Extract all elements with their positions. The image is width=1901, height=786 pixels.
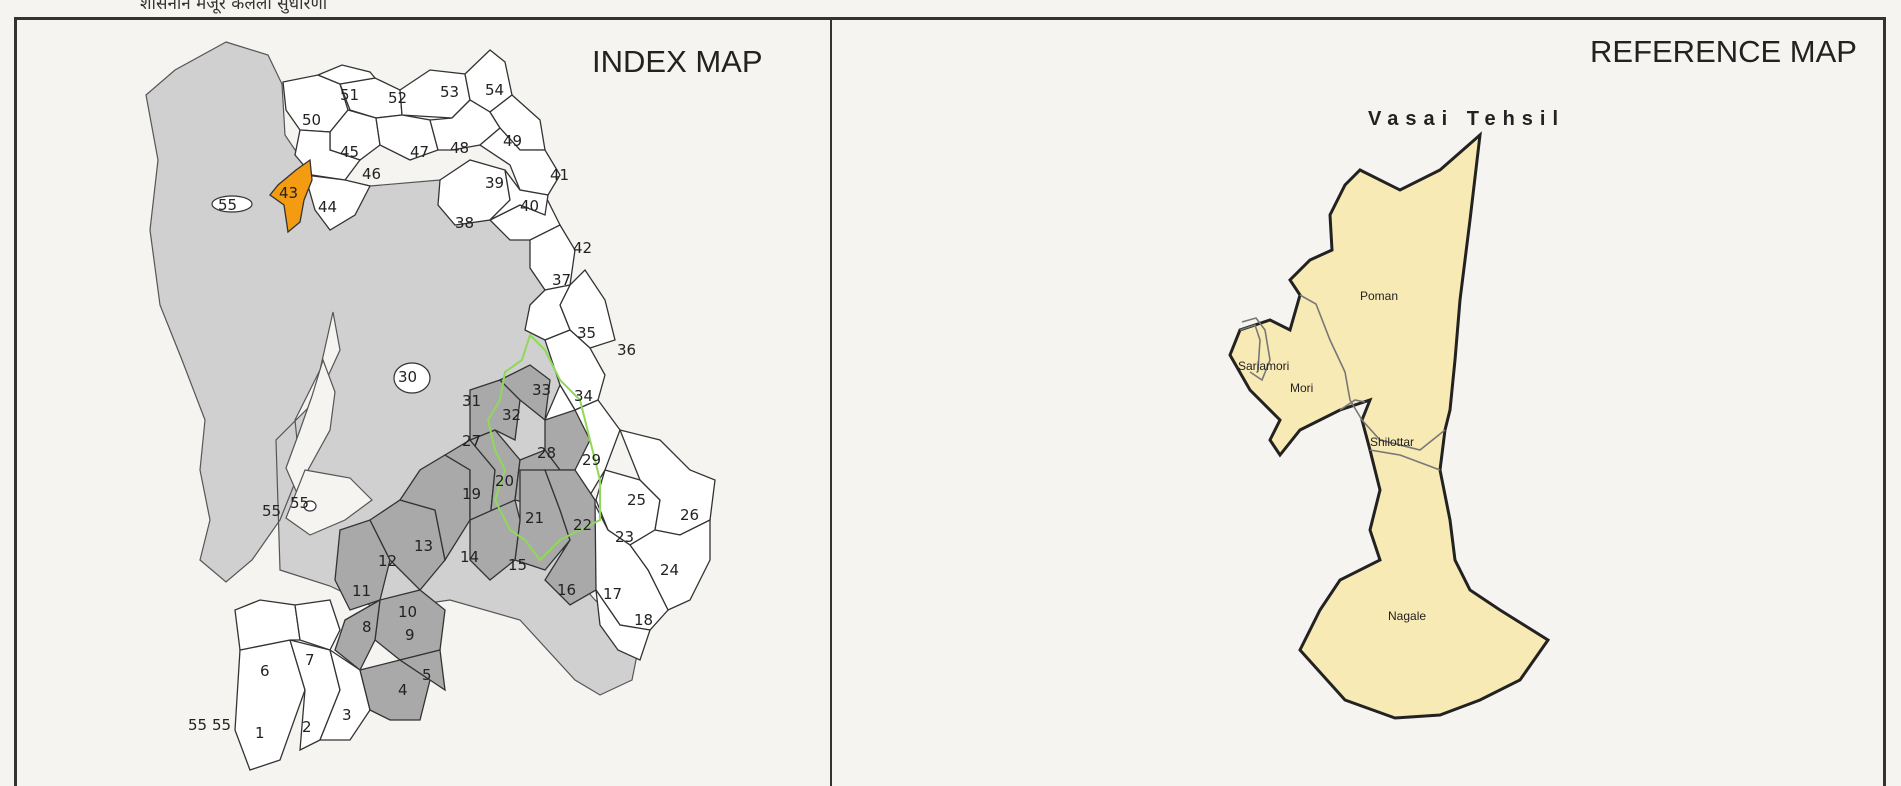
ward-label: 5	[422, 666, 432, 684]
ward-label: 4	[398, 681, 408, 699]
frame-top-border	[14, 17, 1886, 20]
ward-label: 44	[318, 198, 337, 216]
ward-label: 55	[262, 502, 281, 520]
ward-label: 16	[557, 581, 576, 599]
tehsil-name: Vasai Tehsil	[1368, 108, 1565, 130]
ward-label: 33	[532, 381, 551, 399]
frame-right-border	[1883, 17, 1886, 786]
ward-label: 2	[302, 718, 312, 736]
ward-label: 19	[462, 485, 481, 503]
ward-label: 40	[520, 197, 539, 215]
ward-label: 48	[450, 139, 469, 157]
vasai-tehsil-shape	[1228, 131, 1551, 720]
ward-label: 38	[455, 214, 474, 232]
ward-label: 24	[660, 561, 679, 579]
ward-label: 18	[634, 611, 653, 629]
index-map-green-boundary	[486, 333, 601, 562]
village-label-sarjamori: Sarjamori	[1238, 359, 1289, 373]
ward-label: 31	[462, 392, 481, 410]
ward-label: 11	[352, 582, 371, 600]
ward-label: 37	[552, 271, 571, 289]
ward-label: 49	[503, 132, 522, 150]
ward-label: 10	[398, 603, 417, 621]
ward-label: 14	[460, 548, 479, 566]
index-map-highlight-43	[269, 158, 313, 234]
index-map-south-wards	[234, 599, 371, 771]
village-label-nagale: Nagale	[1388, 609, 1426, 623]
index-map-labels: 1 2 3 4 5 6 7 8 9 10 11 12 13 14 15 16 1…	[188, 81, 699, 742]
ward-label: 43	[279, 184, 298, 202]
ward-label: 22	[573, 516, 592, 534]
index-map-north-wards	[282, 49, 716, 661]
ward-label: 7	[305, 651, 315, 669]
ward-label: 15	[508, 556, 527, 574]
ward-label: 26	[680, 506, 699, 524]
ward-label: 55	[212, 716, 231, 734]
ward-label: 51	[340, 86, 359, 104]
header-strip-text: शासनाने मंजूर केलेली सुधारणा	[140, 0, 328, 14]
ward-label: 41	[550, 166, 569, 184]
ward-label: 3	[342, 706, 352, 724]
header-strip: शासनाने मंजूर केलेली सुधारणा	[0, 0, 1901, 18]
ward-label: 28	[537, 444, 556, 462]
index-map-bay	[285, 469, 373, 536]
ward-label: 50	[302, 111, 321, 129]
ward-label: 52	[388, 89, 407, 107]
ward-label: 20	[495, 472, 514, 490]
ward-label: 55	[218, 196, 237, 214]
ward-label: 34	[574, 387, 593, 405]
ward-label: 27	[462, 432, 481, 450]
ward-label: 53	[440, 83, 459, 101]
village-label-mori: Mori	[1290, 381, 1313, 395]
frame-left-border	[14, 17, 17, 786]
ward-label: 55	[290, 494, 309, 512]
ward-label: 54	[485, 81, 504, 99]
ward-label: 47	[410, 143, 429, 161]
ward-label: 45	[340, 143, 359, 161]
ward-label: 8	[362, 618, 372, 636]
village-label-shilottar: Shilottar	[1370, 435, 1414, 449]
ward-label: 13	[414, 537, 433, 555]
ward-label: 6	[260, 662, 270, 680]
village-boundaries	[1239, 294, 1446, 471]
ward-label: 42	[573, 239, 592, 257]
index-map-dark-wards	[334, 364, 597, 721]
village-label-poman: Poman	[1360, 289, 1398, 303]
ward-label: 25	[627, 491, 646, 509]
ward-label: 12	[378, 552, 397, 570]
reference-map-title: REFERENCE MAP	[1590, 34, 1857, 69]
ward-label: 23	[615, 528, 634, 546]
ward-label: 55	[188, 716, 207, 734]
ward-label: 1	[255, 724, 265, 742]
ward-label: 29	[582, 451, 601, 469]
ward-label: 21	[525, 509, 544, 527]
index-map-islands	[211, 195, 431, 512]
ward-label: 35	[577, 324, 596, 342]
ward-label: 39	[485, 174, 504, 192]
ward-label: 17	[603, 585, 622, 603]
ward-label: 46	[362, 165, 381, 183]
ward-label: 32	[502, 406, 521, 424]
ward-label: 30	[398, 368, 417, 386]
ward-label: 9	[405, 626, 415, 644]
frame-divider	[830, 17, 832, 786]
index-map-title: INDEX MAP	[592, 44, 763, 79]
ward-label: 36	[617, 341, 636, 359]
